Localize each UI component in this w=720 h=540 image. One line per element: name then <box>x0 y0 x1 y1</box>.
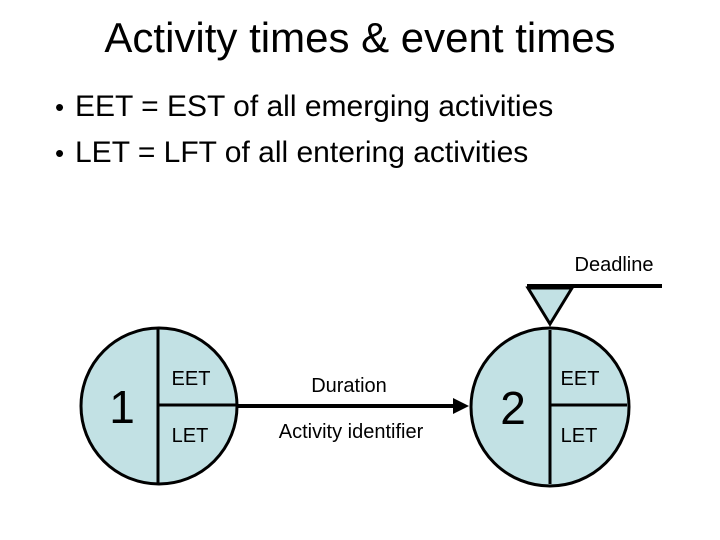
node-1-number: 1 <box>109 381 135 433</box>
bullet-text: EET = EST of all emerging activities <box>75 90 554 123</box>
bullet-dot-icon: • <box>54 138 65 168</box>
node-2-eet-label: EET <box>561 368 600 390</box>
activity-identifier-label: Activity identifier <box>279 421 424 443</box>
deadline-label: Deadline <box>575 254 654 276</box>
bullet-item: • EET = EST of all emerging activities <box>44 84 710 130</box>
node-2-number: 2 <box>500 382 526 434</box>
event-node-1: 1 EET LET <box>79 326 239 486</box>
bullet-dot-icon: • <box>54 92 65 122</box>
deadline-marker-icon <box>525 286 575 327</box>
slide-title: Activity times & event times <box>104 14 616 61</box>
bullet-item: • LET = LFT of all entering activities <box>44 130 710 176</box>
node-1-eet-label: EET <box>172 368 211 390</box>
bullet-text: LET = LFT of all entering activities <box>75 136 529 169</box>
activity-arrow <box>237 398 469 414</box>
arrowhead-icon <box>453 398 469 414</box>
node-1-let-label: LET <box>172 425 209 447</box>
deadline-annotation: Deadline <box>525 254 662 327</box>
bullet-list: • EET = EST of all emerging activities •… <box>44 84 710 176</box>
duration-label: Duration <box>311 375 387 397</box>
event-node-2: 2 EET LET <box>469 326 631 488</box>
node-2-let-label: LET <box>561 425 598 447</box>
